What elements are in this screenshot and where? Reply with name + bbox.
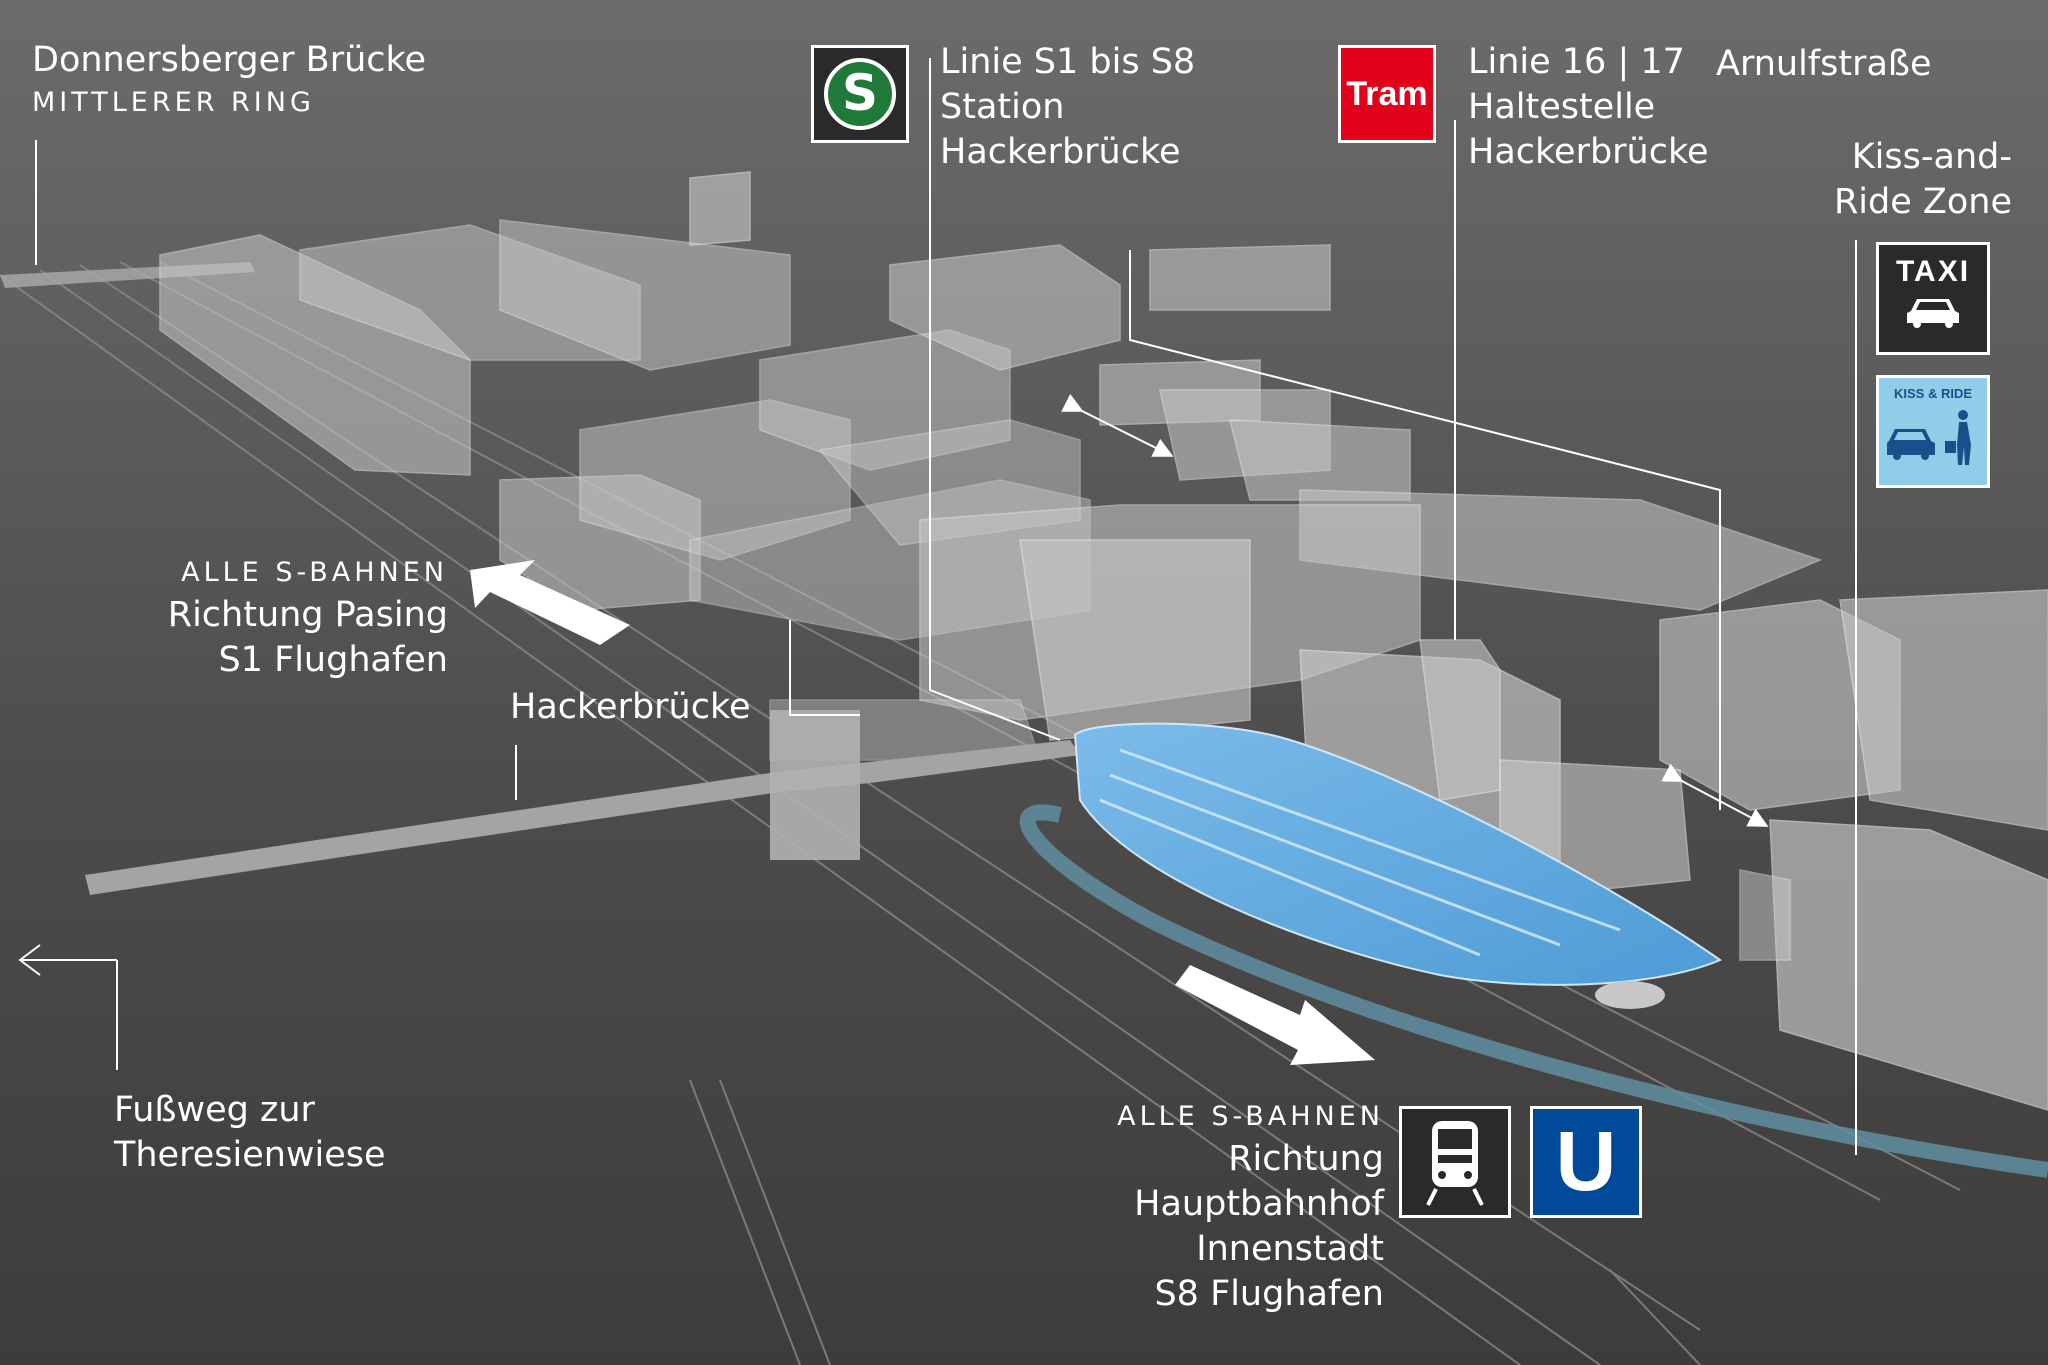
direction-arrow-hauptbahnhof: [1175, 965, 1375, 1065]
kiss-ride-zone-label: Kiss-and- Ride Zone: [1833, 137, 2012, 222]
station-roof: [1073, 722, 1723, 1009]
fussweg-label: Fußweg zur Theresienwiese: [114, 1090, 386, 1175]
ubahn-sign-text: U: [1555, 1114, 1617, 1208]
train-sign: [1399, 1106, 1511, 1218]
tram-sign: Tram: [1338, 45, 1436, 143]
train-icon: [1426, 1121, 1484, 1206]
tram-sign-text: Tram: [1346, 75, 1428, 113]
taxi-sign-text: TAXI: [1895, 255, 1971, 288]
ubahn-sign: U: [1530, 1106, 1642, 1218]
sbahn-station-label: Linie S1 bis S8 Station Hackerbrücke: [940, 42, 1196, 172]
kiss-ride-sign-text: KISS & RIDE: [1893, 386, 1972, 401]
connection-arrow-east: [1661, 763, 1769, 827]
car-icon: [1907, 299, 1959, 328]
direction-arrow-pasing: [470, 560, 630, 645]
connection-arrow-north: [1061, 393, 1174, 457]
sbahn-sign: S: [811, 45, 909, 143]
donnersberger-label: Donnersberger Brücke MITTLERER RING: [32, 40, 427, 118]
fussweg-arrow-icon: [18, 944, 41, 976]
hackerbruecke-bridge: [85, 710, 1080, 895]
pasing-direction-label: ALLE S-BAHNEN Richtung Pasing S1 Flughaf…: [167, 557, 448, 680]
hauptbahnhof-direction-label: ALLE S-BAHNEN Richtung Hauptbahnhof Inne…: [1117, 1101, 1384, 1314]
tram-stop-label: Linie 16 | 17 Haltestelle Hackerbrücke: [1468, 42, 1709, 172]
city-blocks: [159, 171, 2048, 1111]
kiss-ride-icon: [1887, 410, 1971, 465]
arnulfstrasse-label: Arnulfstraße: [1716, 44, 1932, 84]
kiss-ride-sign: KISS & RIDE: [1876, 375, 1990, 488]
track-accent-line: [1019, 804, 2048, 1178]
hackerbruecke-label: Hackerbrücke: [510, 687, 751, 727]
taxi-sign: TAXI: [1876, 242, 1990, 355]
leader-lines: [20, 58, 1857, 1155]
sbahn-sign-circle: S: [824, 58, 896, 130]
